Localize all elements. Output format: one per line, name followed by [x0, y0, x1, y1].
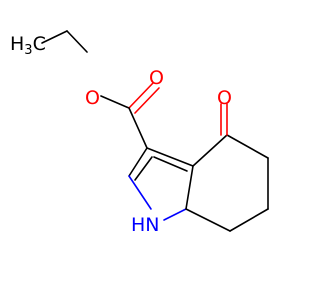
ketone-oxygen-label: O: [217, 87, 232, 109]
bond-c7a-c3a: [185, 165, 194, 210]
bond-ch3-ch2: [41, 30, 68, 44]
bond-carbonyl-o-2: [134, 87, 160, 114]
carbonyl-oxygen-label: O: [149, 67, 164, 89]
bond-c3-c2: [128, 147, 148, 177]
bond-c4-c5: [226, 134, 269, 159]
bond-n-c7a: [163, 208, 187, 221]
bond-c3a-c3: [146, 147, 194, 167]
bond-o-carbonyl: [100, 95, 130, 109]
molecule-canvas: H3C O O O HN: [10, 30, 269, 236]
bond-carbonyl-o-1: [128, 82, 154, 109]
bond-c2-n: [128, 175, 152, 210]
bond-c3a-c3-double: [153, 156, 188, 172]
bond-c6-c7: [229, 208, 269, 232]
ester-oxygen-label: O: [85, 87, 100, 109]
indole-nh-label: HN: [131, 214, 160, 236]
structure-drawing: H3C O O O HN: [10, 30, 269, 236]
methyl-label: H3C: [10, 33, 46, 58]
bond-ch2-o: [66, 30, 88, 53]
bond-c3a-c4: [192, 134, 228, 167]
bond-carbonyl-ring: [128, 107, 148, 149]
bond-c7-c7a: [185, 208, 231, 232]
bond-c3-c2-double: [134, 156, 153, 181]
